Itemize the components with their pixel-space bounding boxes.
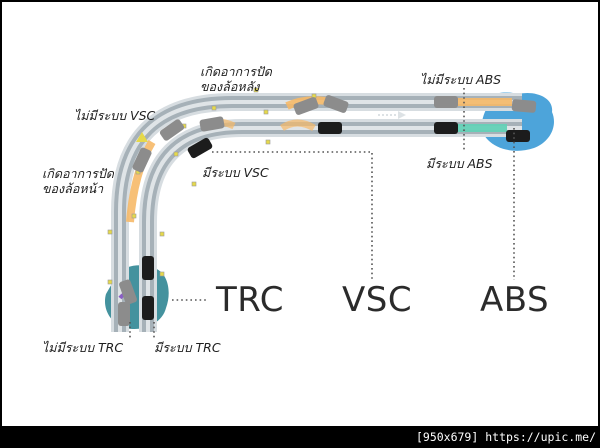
label-no-vsc: ไม่มีระบบ VSC bbox=[74, 108, 156, 123]
car-abs-inner bbox=[434, 122, 530, 142]
system-vsc: VSC bbox=[342, 280, 413, 320]
car-inner-trc bbox=[142, 256, 154, 320]
image-url[interactable]: https://upic.me/ bbox=[485, 430, 596, 444]
image-footer: [950x679] https://upic.me/ bbox=[416, 430, 596, 444]
trail-vsc-bump2 bbox=[280, 119, 316, 132]
trail-front-skid bbox=[126, 139, 156, 223]
direction-arrow-icon bbox=[378, 111, 406, 119]
label-front-skid-line2: ของล้อหน้า bbox=[42, 181, 104, 196]
system-abs: ABS bbox=[480, 280, 550, 320]
label-with-vsc: มีระบบ VSC bbox=[202, 165, 269, 180]
label-no-trc: ไม่มีระบบ TRC bbox=[42, 340, 124, 355]
car-abs-outer bbox=[434, 96, 537, 113]
label-rear-skid: เกิดอาการปัด ของล้อหลัง bbox=[200, 64, 272, 94]
label-rear-skid-line1: เกิดอาการปัด bbox=[200, 64, 272, 79]
system-trc: TRC bbox=[216, 280, 284, 320]
car-front-skid bbox=[132, 147, 152, 173]
road-diagram bbox=[104, 87, 554, 338]
car-outer-entry bbox=[119, 279, 137, 305]
label-with-trc: มีระบบ TRC bbox=[154, 340, 221, 355]
label-front-skid-line1: เกิดอาการปัด bbox=[42, 166, 114, 181]
leader-lines bbox=[129, 88, 515, 338]
warning-marker-icon bbox=[136, 132, 148, 142]
car-outer-trc bbox=[118, 302, 130, 326]
label-front-skid: เกิดอาการปัด ของล้อหน้า bbox=[42, 166, 114, 196]
car-rear-skid bbox=[293, 95, 349, 115]
label-with-abs: มีระบบ ABS bbox=[426, 156, 493, 171]
label-no-abs: ไม่มีระบบ ABS bbox=[420, 72, 502, 87]
diagram-panel: เกิดอาการปัด ของล้อหลัง ไม่มีระบบ VSC เก… bbox=[2, 2, 598, 426]
car-inner-vsc bbox=[187, 122, 342, 159]
image-size: [950x679] bbox=[415, 430, 479, 444]
car-outer-curve bbox=[159, 116, 225, 141]
label-rear-skid-line2: ของล้อหลัง bbox=[200, 79, 260, 94]
